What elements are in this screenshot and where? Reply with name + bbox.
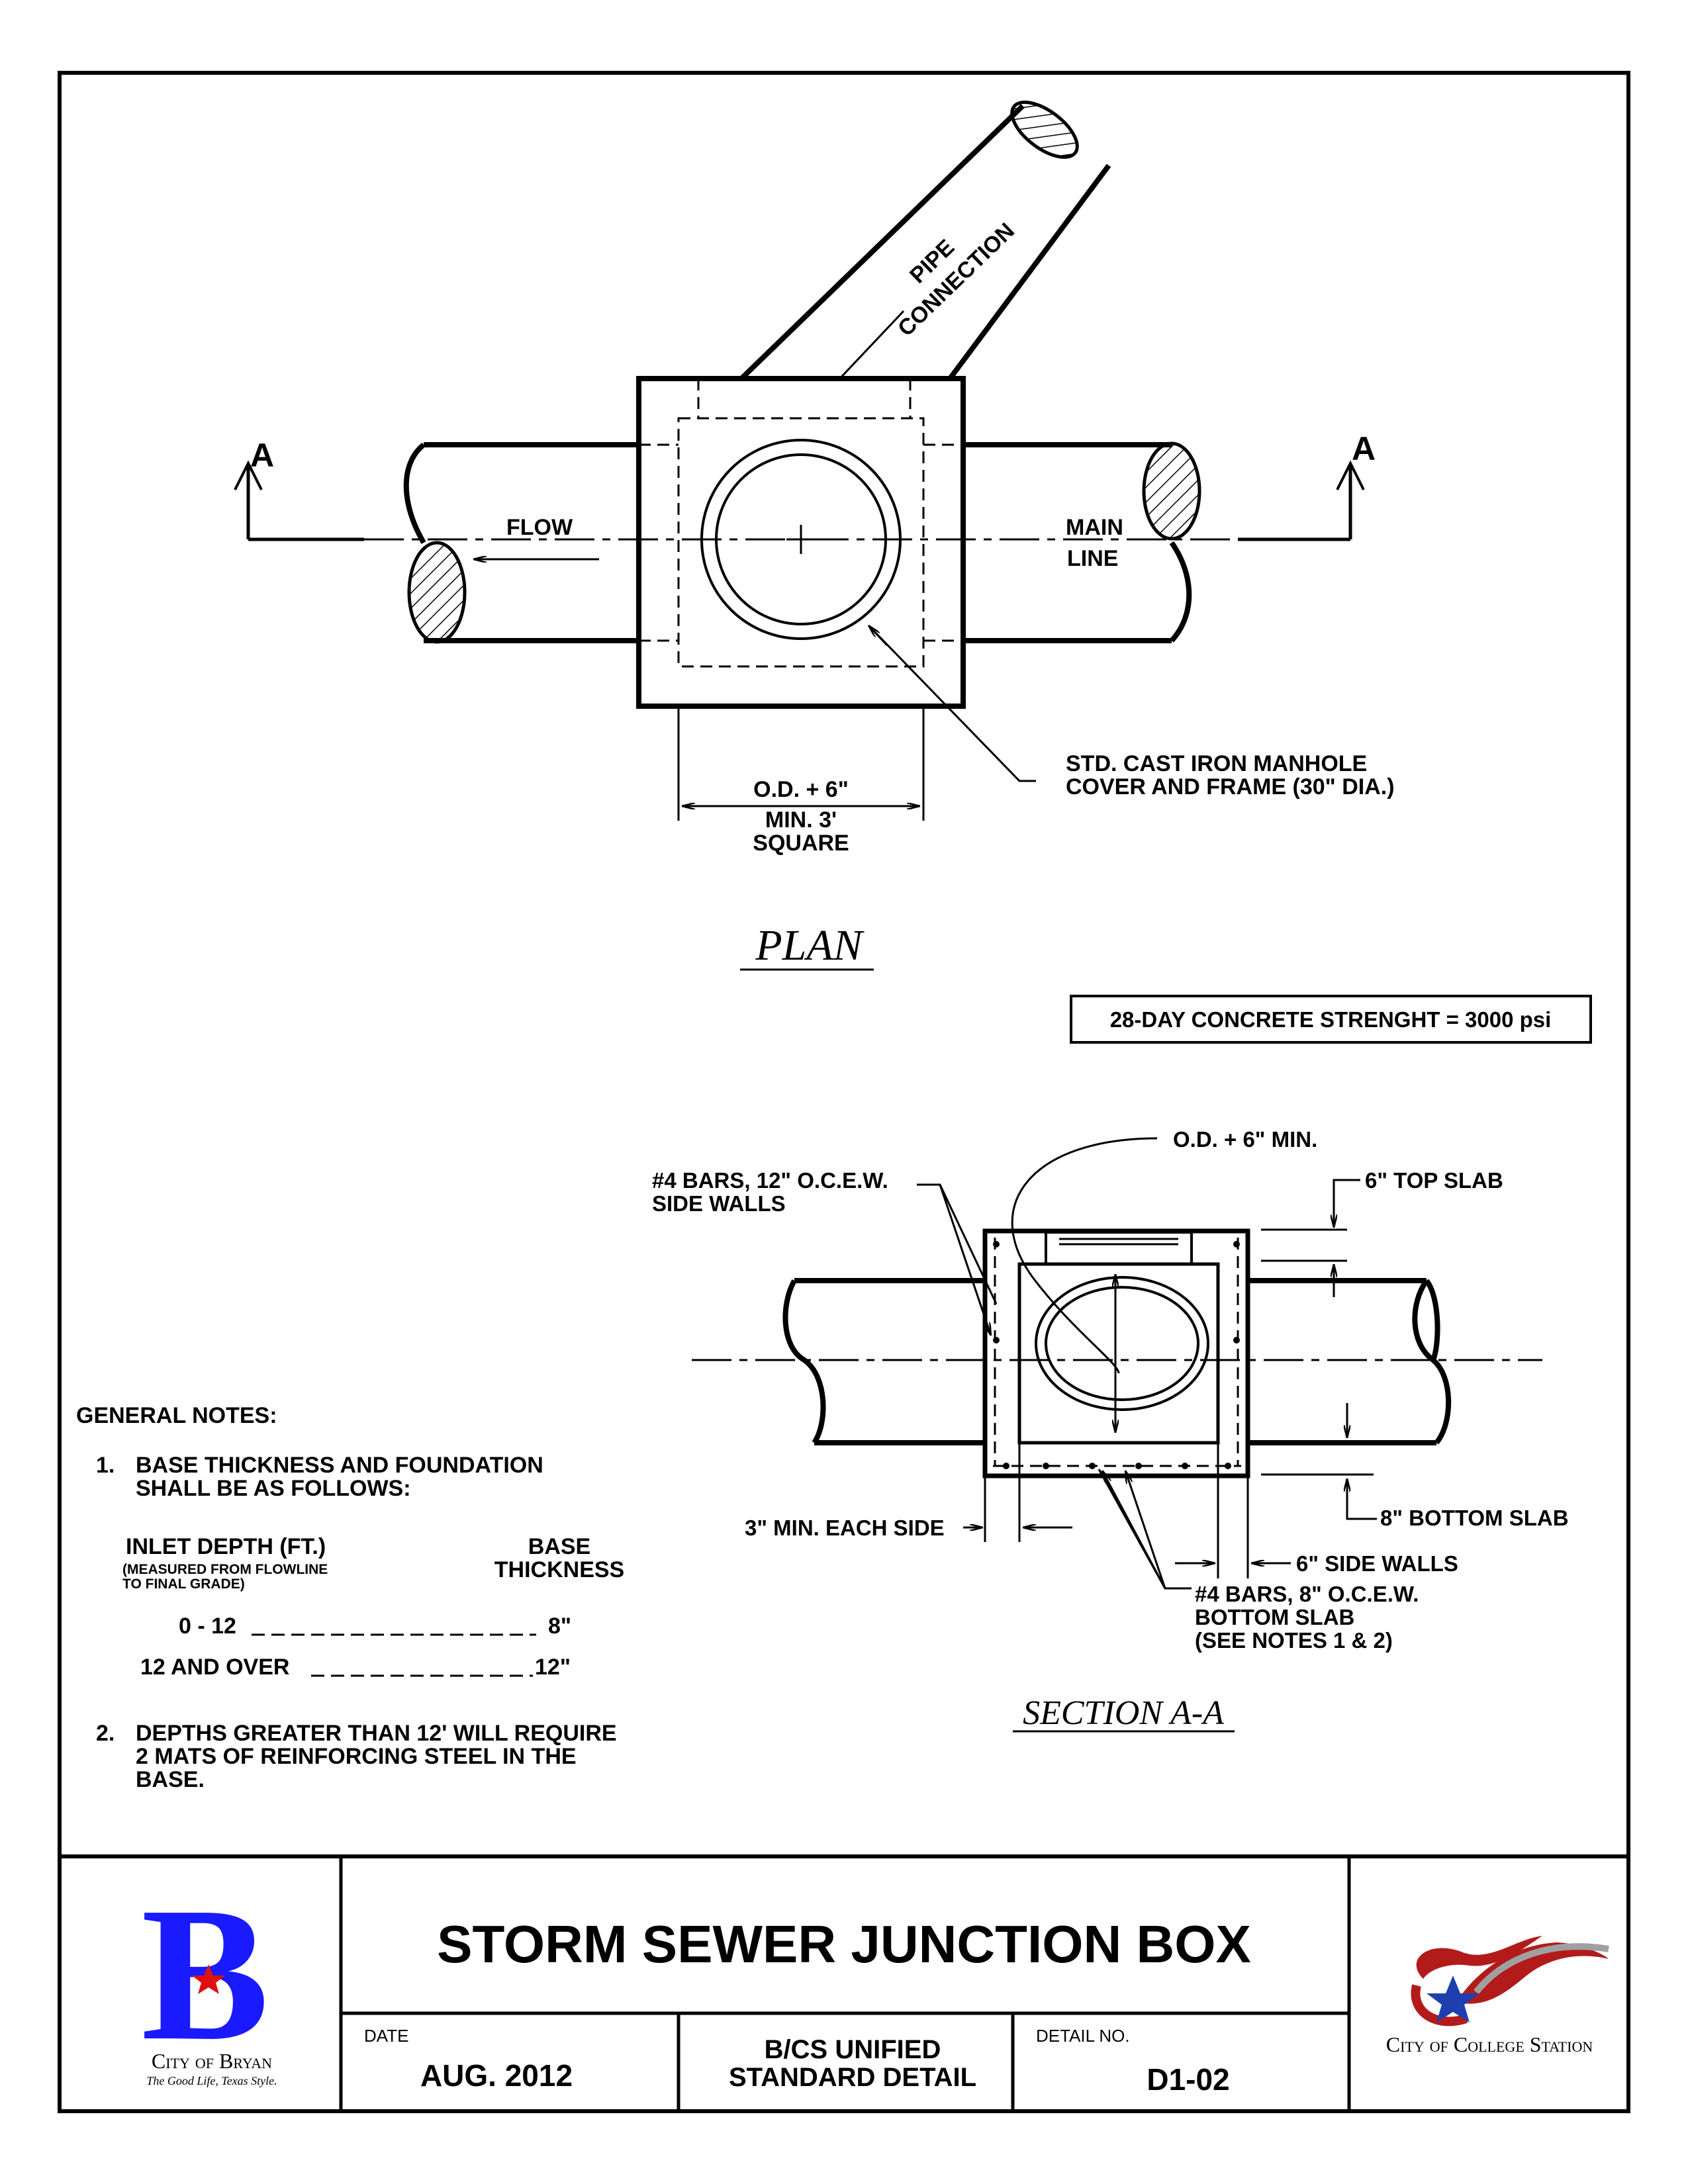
bryan-star-icon	[192, 1964, 225, 1994]
note-1-number: 1.	[96, 1453, 115, 1478]
bottom-bars-label-3: (SEE NOTES 1 & 2)	[1195, 1628, 1393, 1653]
min-each-side-label: 3" MIN. EACH SIDE	[745, 1516, 945, 1540]
section-box-inner	[1017, 1262, 1220, 1445]
note-1-line-2: SHALL BE AS FOLLOWS:	[136, 1476, 411, 1501]
note-2-line-1: DEPTHS GREATER THAN 12' WILL REQUIRE	[136, 1721, 617, 1746]
note-2-line-2: 2 MATS OF REINFORCING STEEL IN THE	[136, 1744, 577, 1769]
notes-heading: GENERAL NOTES:	[76, 1403, 277, 1428]
concrete-note: 28-DAY CONCRETE STRENGHT = 3000 psi	[1110, 1007, 1552, 1032]
bottom-bars-label-1: #4 BARS, 8" O.C.E.W.	[1195, 1582, 1419, 1606]
row-2-thickness: 12"	[535, 1655, 571, 1680]
plan-view	[234, 101, 1365, 821]
side-bars-label-2: SIDE WALLS	[652, 1191, 786, 1216]
row-1-thickness: 8"	[548, 1614, 571, 1639]
section-pipe-opening-outer	[1035, 1276, 1209, 1411]
col2-header-2: THICKNESS	[494, 1557, 624, 1582]
main-line-left	[403, 442, 639, 644]
top-slab-label: 6" TOP SLAB	[1365, 1168, 1503, 1193]
junction-box-inner	[677, 417, 925, 668]
row-1-depth: 0 - 12	[179, 1614, 236, 1639]
concrete-note-box	[1070, 995, 1592, 1044]
city-of-college-station-logo	[1411, 1936, 1609, 2026]
junction-box-outline	[636, 376, 966, 709]
flow-label: FLOW	[506, 515, 573, 540]
note-2-number: 2.	[96, 1721, 115, 1746]
pipe-connection	[697, 101, 1111, 432]
main-line-label-1: MAIN	[1066, 515, 1123, 540]
col2-header-1: BASE	[528, 1534, 590, 1559]
col1-sub-1: (MEASURED FROM FLOWLINE	[122, 1562, 328, 1577]
section-mark-right	[1238, 460, 1365, 541]
standard-line-1: B/CS UNIFIED	[765, 2035, 941, 2064]
detail-caption: DETAIL NO.	[1036, 2026, 1130, 2046]
side-walls-label: 6" SIDE WALLS	[1296, 1551, 1458, 1576]
section-mark-right-letter: A	[1352, 430, 1376, 467]
od-min-label: O.D. + 6" MIN.	[1173, 1127, 1317, 1152]
col1-sub-2: TO FINAL GRADE)	[122, 1576, 245, 1592]
pipe-connection-label-2: CONNECTION	[893, 218, 1019, 341]
manhole-label-1: STD. CAST IRON MANHOLE	[1066, 751, 1367, 776]
section-mark-left	[234, 460, 364, 541]
date-value: AUG. 2012	[420, 2058, 573, 2093]
section-mark-left-letter: A	[250, 437, 274, 474]
section-title: SECTION A-A	[1023, 1694, 1224, 1732]
dim-label-1: O.D. + 6"	[753, 777, 849, 802]
dim-label-2: MIN. 3'	[765, 807, 837, 833]
col1-header: INLET DEPTH (FT.)	[126, 1534, 326, 1559]
city-of-bryan-logo: B	[141, 1868, 269, 2080]
side-bars-label-1: #4 BARS, 12" O.C.E.W.	[652, 1168, 888, 1193]
section-cover-frame	[1045, 1231, 1193, 1265]
section-pipe-opening-inner	[1045, 1286, 1199, 1401]
detail-value: D1-02	[1147, 2062, 1229, 2097]
note-1-line-1: BASE THICKNESS AND FOUNDATION	[136, 1453, 543, 1478]
manhole-label-2: COVER AND FRAME (30" DIA.)	[1066, 774, 1395, 799]
dim-label-3: SQUARE	[753, 831, 849, 856]
row-2-depth: 12 AND OVER	[140, 1655, 289, 1680]
plan-title: PLAN	[755, 921, 865, 970]
main-line-right	[963, 441, 1201, 643]
sheet-border	[58, 71, 1630, 2113]
college-station-star-icon	[1427, 1976, 1479, 2023]
bottom-slab-label: 8" BOTTOM SLAB	[1380, 1506, 1569, 1530]
main-line-label-2: LINE	[1067, 546, 1118, 571]
standard-line-2: STANDARD DETAIL	[729, 2063, 976, 2092]
date-caption: DATE	[364, 2026, 408, 2046]
bryan-tagline: The Good Life, Texas Style.	[146, 2074, 277, 2087]
bottom-bars-label-2: BOTTOM SLAB	[1195, 1605, 1354, 1629]
section-view	[692, 1137, 1542, 1590]
note-2-line-3: BASE.	[136, 1767, 205, 1792]
drawing-title: STORM SEWER JUNCTION BOX	[437, 1915, 1251, 1974]
college-station-name: City of College Station	[1386, 2032, 1593, 2056]
title-block	[60, 1854, 1628, 2111]
bryan-name: City of Bryan	[152, 2049, 272, 2073]
